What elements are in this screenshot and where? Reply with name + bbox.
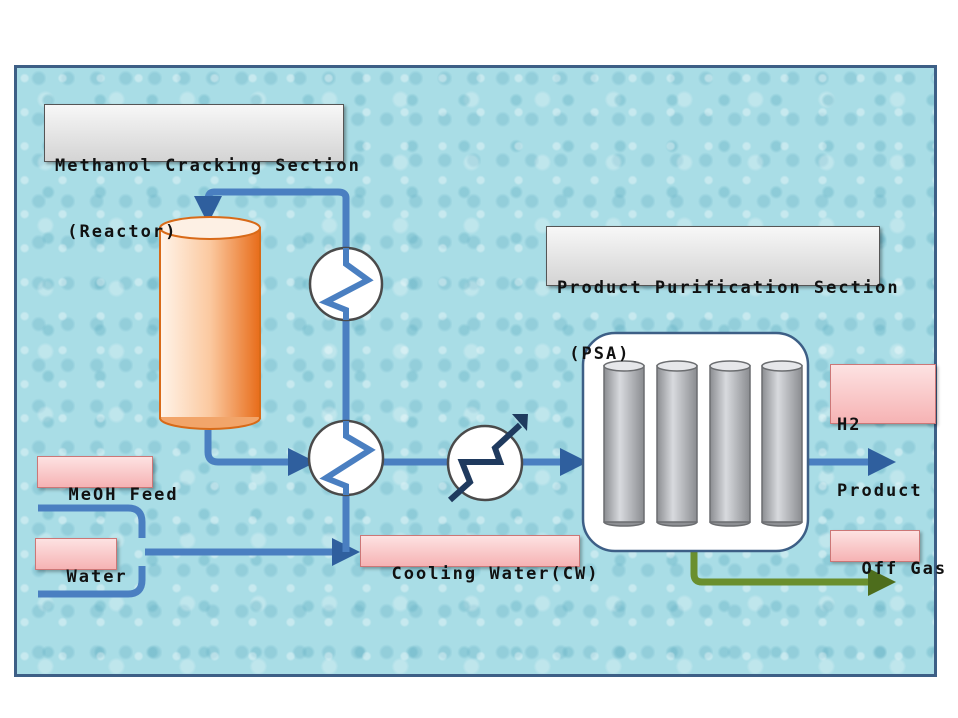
off-gas-pipe — [690, 552, 896, 596]
cooler — [446, 414, 528, 503]
water-text: Water — [66, 567, 128, 587]
reactor-section-title: Methanol Cracking Section — [55, 156, 361, 176]
water-label: Water — [35, 538, 126, 587]
reactor-section-subtitle: (Reactor) — [55, 222, 178, 242]
cooling-water-label: Cooling Water(CW) — [360, 535, 597, 584]
water-feed-pipe — [38, 566, 146, 598]
meoh-feed-text: MeOH Feed — [68, 485, 179, 505]
upper-heat-exchanger — [308, 246, 384, 322]
off-gas-label: Off Gas — [830, 530, 945, 579]
reactor-vessel — [159, 216, 261, 430]
psa-column — [761, 360, 803, 527]
psa-column — [603, 360, 645, 527]
psa-column — [656, 360, 698, 527]
psa-section-title: Product Purification Section — [557, 278, 900, 298]
lower-heat-exchanger — [307, 419, 385, 497]
psa-section-subtitle: (PSA) — [557, 344, 631, 364]
h2-product-line2: Product — [837, 481, 923, 501]
meoh-feed-label: MeOH Feed — [37, 456, 177, 505]
h2-product-line1: H2 — [837, 415, 862, 435]
riser-pipe — [194, 188, 350, 552]
psa-column — [709, 360, 751, 527]
cooling-water-text: Cooling Water(CW) — [391, 564, 600, 584]
off-gas-text: Off Gas — [861, 559, 948, 579]
reactor-outlet-pipe — [204, 430, 316, 476]
psa-section-label: Product Purification Section (PSA) — [546, 226, 898, 364]
reactor-section-label: Methanol Cracking Section (Reactor) — [44, 104, 359, 242]
meoh-feed-pipe — [38, 504, 146, 538]
h2-product-label: H2 Product — [830, 364, 936, 501]
